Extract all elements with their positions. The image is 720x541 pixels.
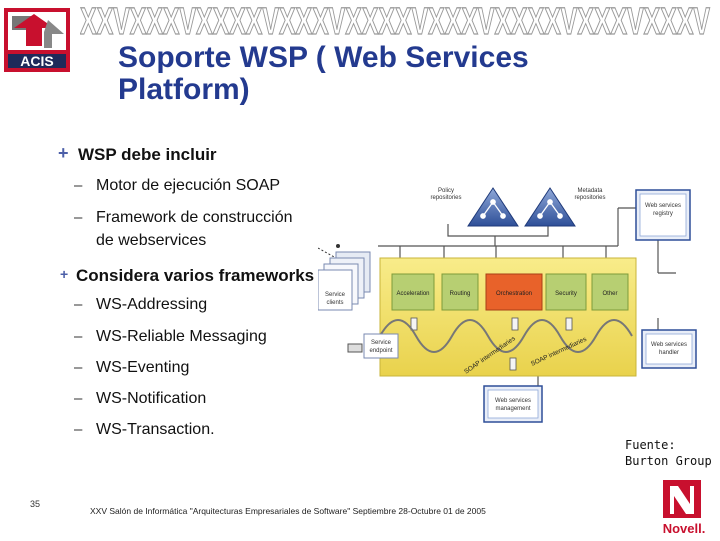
svg-text:Orchestration: Orchestration	[496, 291, 532, 297]
svg-text:Acceleration: Acceleration	[396, 291, 429, 297]
sub-bullet-ws-transaction: – WS-Transaction.	[74, 421, 215, 438]
dash-bullet-icon: –	[74, 421, 83, 438]
web-services-handler-node: Web services handler	[641, 329, 697, 369]
module-orchestration: Orchestration	[485, 273, 543, 311]
sub-bullet-ws-notification: – WS-Notification	[74, 390, 207, 407]
plug-icons	[410, 317, 573, 371]
plus-bullet-icon: +	[58, 143, 69, 163]
svg-text:registry: registry	[653, 211, 673, 217]
module-routing: Routing	[441, 273, 479, 311]
module-other: Other	[591, 273, 629, 311]
sub-bullet-motor-soap: – Motor de ejecución SOAP	[74, 177, 281, 194]
web-services-management-node: Web services management	[483, 385, 543, 423]
novell-brand-text: Novell.	[663, 521, 706, 536]
soap-wave-line	[379, 319, 633, 353]
title-line-1: Soporte WSP ( Web Services	[118, 41, 529, 74]
svg-text:Web services: Web services	[651, 342, 687, 348]
plus-bullet-icon: +	[60, 266, 69, 282]
roman-numeral-banner: XXVXXXVXXXXVXXXVXXXXVXXXVXXXXVXXXVXXXV	[79, 0, 720, 43]
source-label: Fuente:	[625, 438, 676, 452]
svg-text:endpoint: endpoint	[369, 348, 392, 354]
sub-bullet-ws-addressing: – WS-Addressing	[74, 296, 208, 313]
wsp-architecture-diagram: Policy repositories Metadata repositorie…	[317, 178, 720, 440]
novell-logo: Novell.	[654, 476, 714, 536]
svg-text:Web services: Web services	[645, 203, 681, 209]
svg-text:Service: Service	[325, 292, 346, 298]
metadata-repositories-node: Metadata repositories	[524, 187, 606, 227]
dash-bullet-icon: –	[74, 359, 83, 376]
svg-text:repositories: repositories	[574, 195, 605, 201]
title-line-2: Platform)	[118, 73, 250, 106]
svg-text:repositories: repositories	[430, 195, 461, 201]
page-number: 35	[30, 499, 41, 509]
svg-text:management: management	[495, 406, 530, 412]
service-endpoint-node: Service endpoint	[347, 333, 399, 359]
sub-bullet-ws-eventing: – WS-Eventing	[74, 359, 190, 376]
footer-text: XXV Salón de Informática "Arquitecturas …	[90, 506, 486, 516]
service-clients-node: Service clients	[317, 251, 371, 311]
dash-bullet-icon: –	[74, 177, 83, 194]
svg-text:Service: Service	[371, 340, 392, 346]
sub-bullet-framework-cont: de webservices	[96, 232, 207, 249]
svg-text:Routing: Routing	[450, 291, 471, 297]
plug-connector-icon	[347, 343, 363, 353]
bullet-wsp-debe-incluir: + WSP debe incluir	[58, 143, 217, 164]
logo-text: ACIS	[20, 53, 53, 69]
source-citation: Fuente: Burton Group	[625, 437, 712, 469]
banner-text: XXVXXXVXXXXVXXXVXXXXVXXXVXXXXVXXXVXXXV	[80, 2, 710, 42]
sub-bullet-framework: – Framework de construcción	[74, 209, 293, 226]
svg-text:Security: Security	[555, 291, 577, 297]
svg-text:handler: handler	[659, 350, 679, 356]
policy-repositories-node: Policy repositories	[430, 187, 519, 227]
svg-text:clients: clients	[326, 300, 343, 306]
acis-logo: ACIS	[4, 8, 70, 72]
source-name: Burton Group	[625, 454, 712, 468]
connector-dot-icon	[336, 244, 340, 248]
dash-bullet-icon: –	[74, 296, 83, 313]
svg-text:Policy: Policy	[438, 188, 454, 194]
svg-text:Web services: Web services	[495, 398, 531, 404]
module-acceleration: Acceleration	[391, 273, 435, 311]
dash-bullet-icon: –	[74, 209, 83, 226]
module-security: Security	[545, 273, 587, 311]
dash-bullet-icon: –	[74, 328, 83, 345]
bullet-considera-frameworks: + Considera varios frameworks	[60, 266, 315, 285]
page-title: Soporte WSP ( Web Services Platform)	[118, 42, 598, 106]
sub-bullet-ws-reliable: – WS-Reliable Messaging	[74, 328, 267, 345]
svg-text:Metadata: Metadata	[577, 188, 603, 194]
dashed-connector	[317, 247, 337, 259]
dash-bullet-icon: –	[74, 390, 83, 407]
svg-text:Other: Other	[602, 291, 617, 297]
web-services-registry-node: Web services registry	[635, 189, 691, 241]
